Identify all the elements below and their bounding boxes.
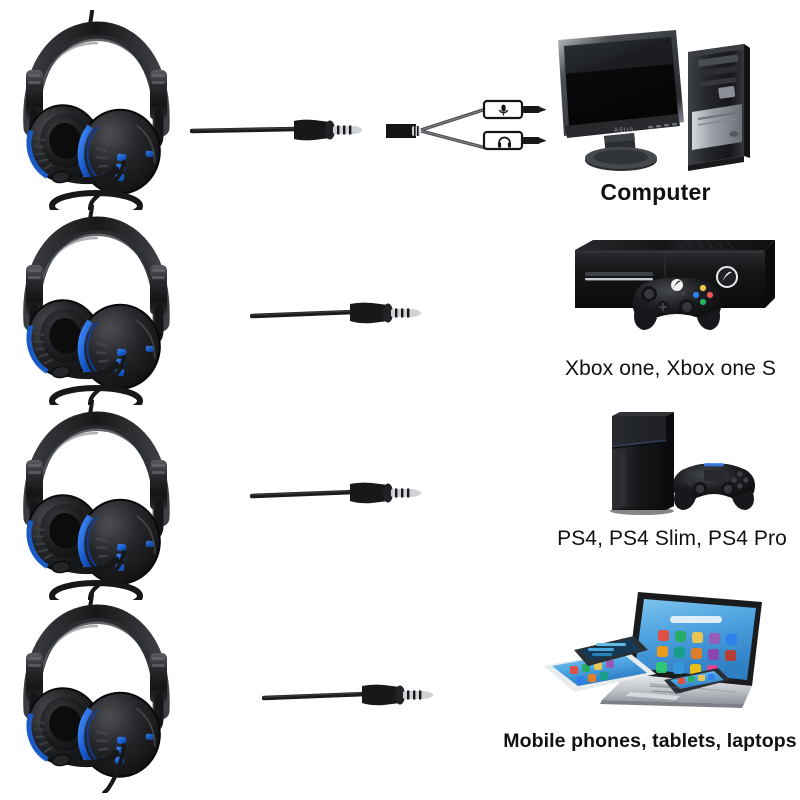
headset-product-image: [4, 10, 189, 210]
device-label-computer: Computer: [600, 179, 711, 205]
audio-cable-icon: [250, 470, 440, 514]
gaming-headset-icon: [23, 205, 170, 405]
device-label-xbox: Xbox one, Xbox one S: [565, 357, 776, 380]
desktop-computer-icon: ASUS: [548, 26, 763, 176]
audio-cable-icon: [250, 290, 440, 334]
headset-product-image: [4, 205, 189, 405]
xbox-console-icon: [565, 232, 780, 347]
ps4-console-icon: [590, 410, 780, 520]
mobile-devices-icon: [530, 588, 780, 728]
gaming-headset-icon: [23, 10, 170, 210]
headset-product-image: [4, 593, 189, 793]
audio-cable-splitter-icon: [190, 95, 550, 155]
microphone-connector: [482, 99, 546, 120]
device-label-ps4: PS4, PS4 Slim, PS4 Pro: [557, 527, 787, 550]
gaming-headset-icon: [23, 400, 170, 600]
gaming-headset-icon: [23, 593, 170, 793]
audio-cable-icon: [262, 672, 452, 716]
device-label-mobile: Mobile phones, tablets, laptops: [503, 730, 797, 752]
headphone-connector: [482, 130, 546, 151]
headset-product-image: [4, 400, 189, 600]
svg-text:ASUS: ASUS: [614, 128, 634, 134]
